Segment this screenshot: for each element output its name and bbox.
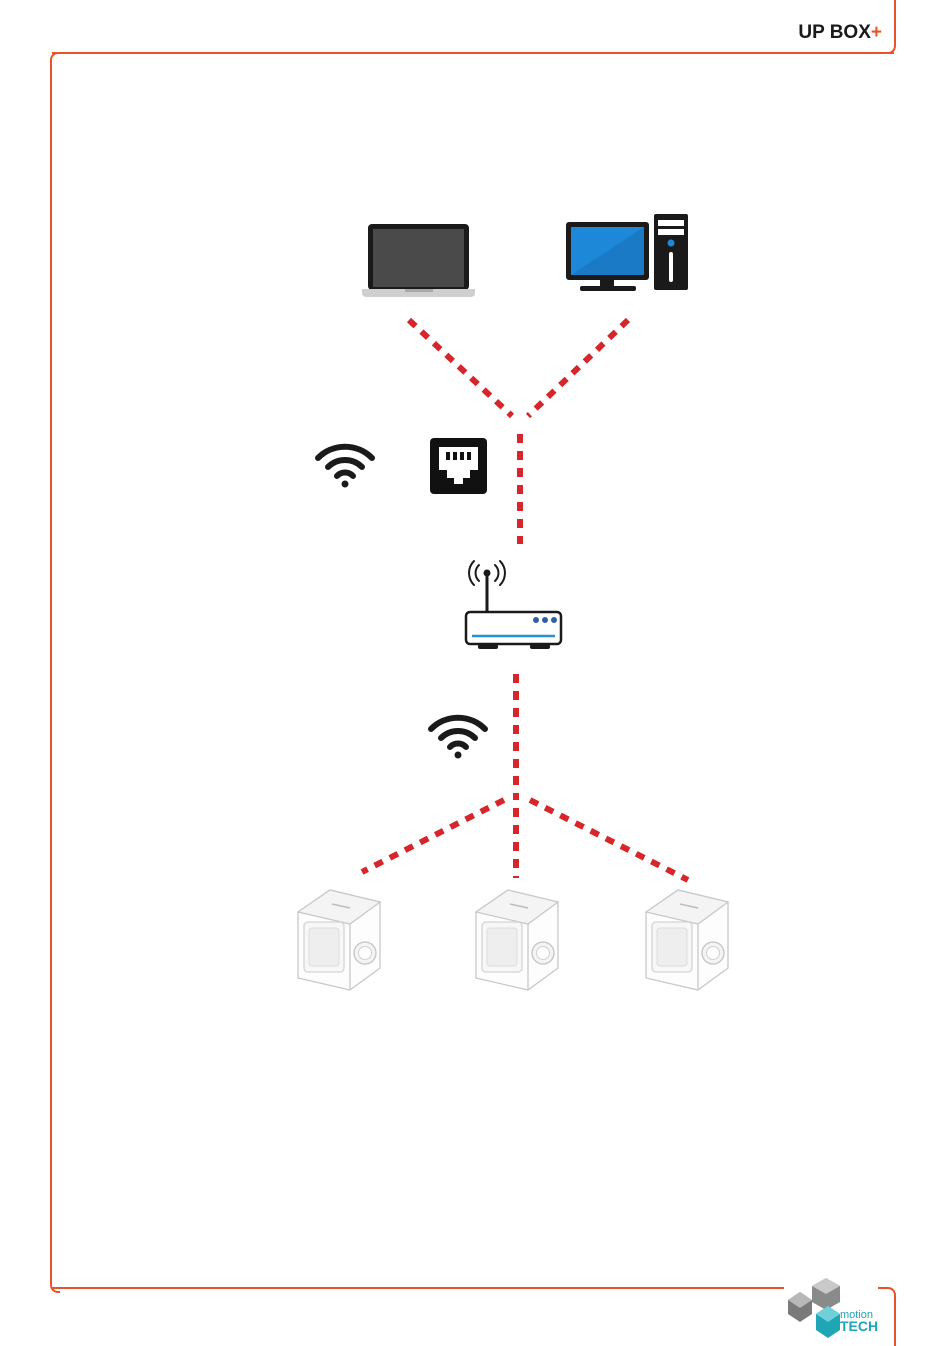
ethernet-port-icon bbox=[430, 438, 487, 494]
wifi-icon bbox=[318, 447, 372, 488]
3d-printer-icon bbox=[298, 890, 380, 990]
laptop-icon bbox=[362, 224, 475, 297]
connection-lines bbox=[362, 320, 688, 880]
link-laptop-to-hub bbox=[409, 320, 512, 416]
3d-printer-icon bbox=[646, 890, 728, 990]
footer-logo: motion TECH bbox=[840, 1310, 878, 1332]
desktop-computer-icon bbox=[566, 214, 688, 291]
wifi-icon bbox=[431, 718, 485, 759]
3d-printer-icon bbox=[476, 890, 558, 990]
link-split-to-printer-3 bbox=[530, 800, 688, 880]
motion-tech-logo-icon bbox=[788, 1278, 840, 1338]
link-desktop-to-hub bbox=[528, 320, 628, 416]
link-split-to-printer-1 bbox=[362, 800, 504, 872]
footer-logo-tech: TECH bbox=[840, 1321, 878, 1332]
wifi-router-icon bbox=[466, 561, 561, 649]
